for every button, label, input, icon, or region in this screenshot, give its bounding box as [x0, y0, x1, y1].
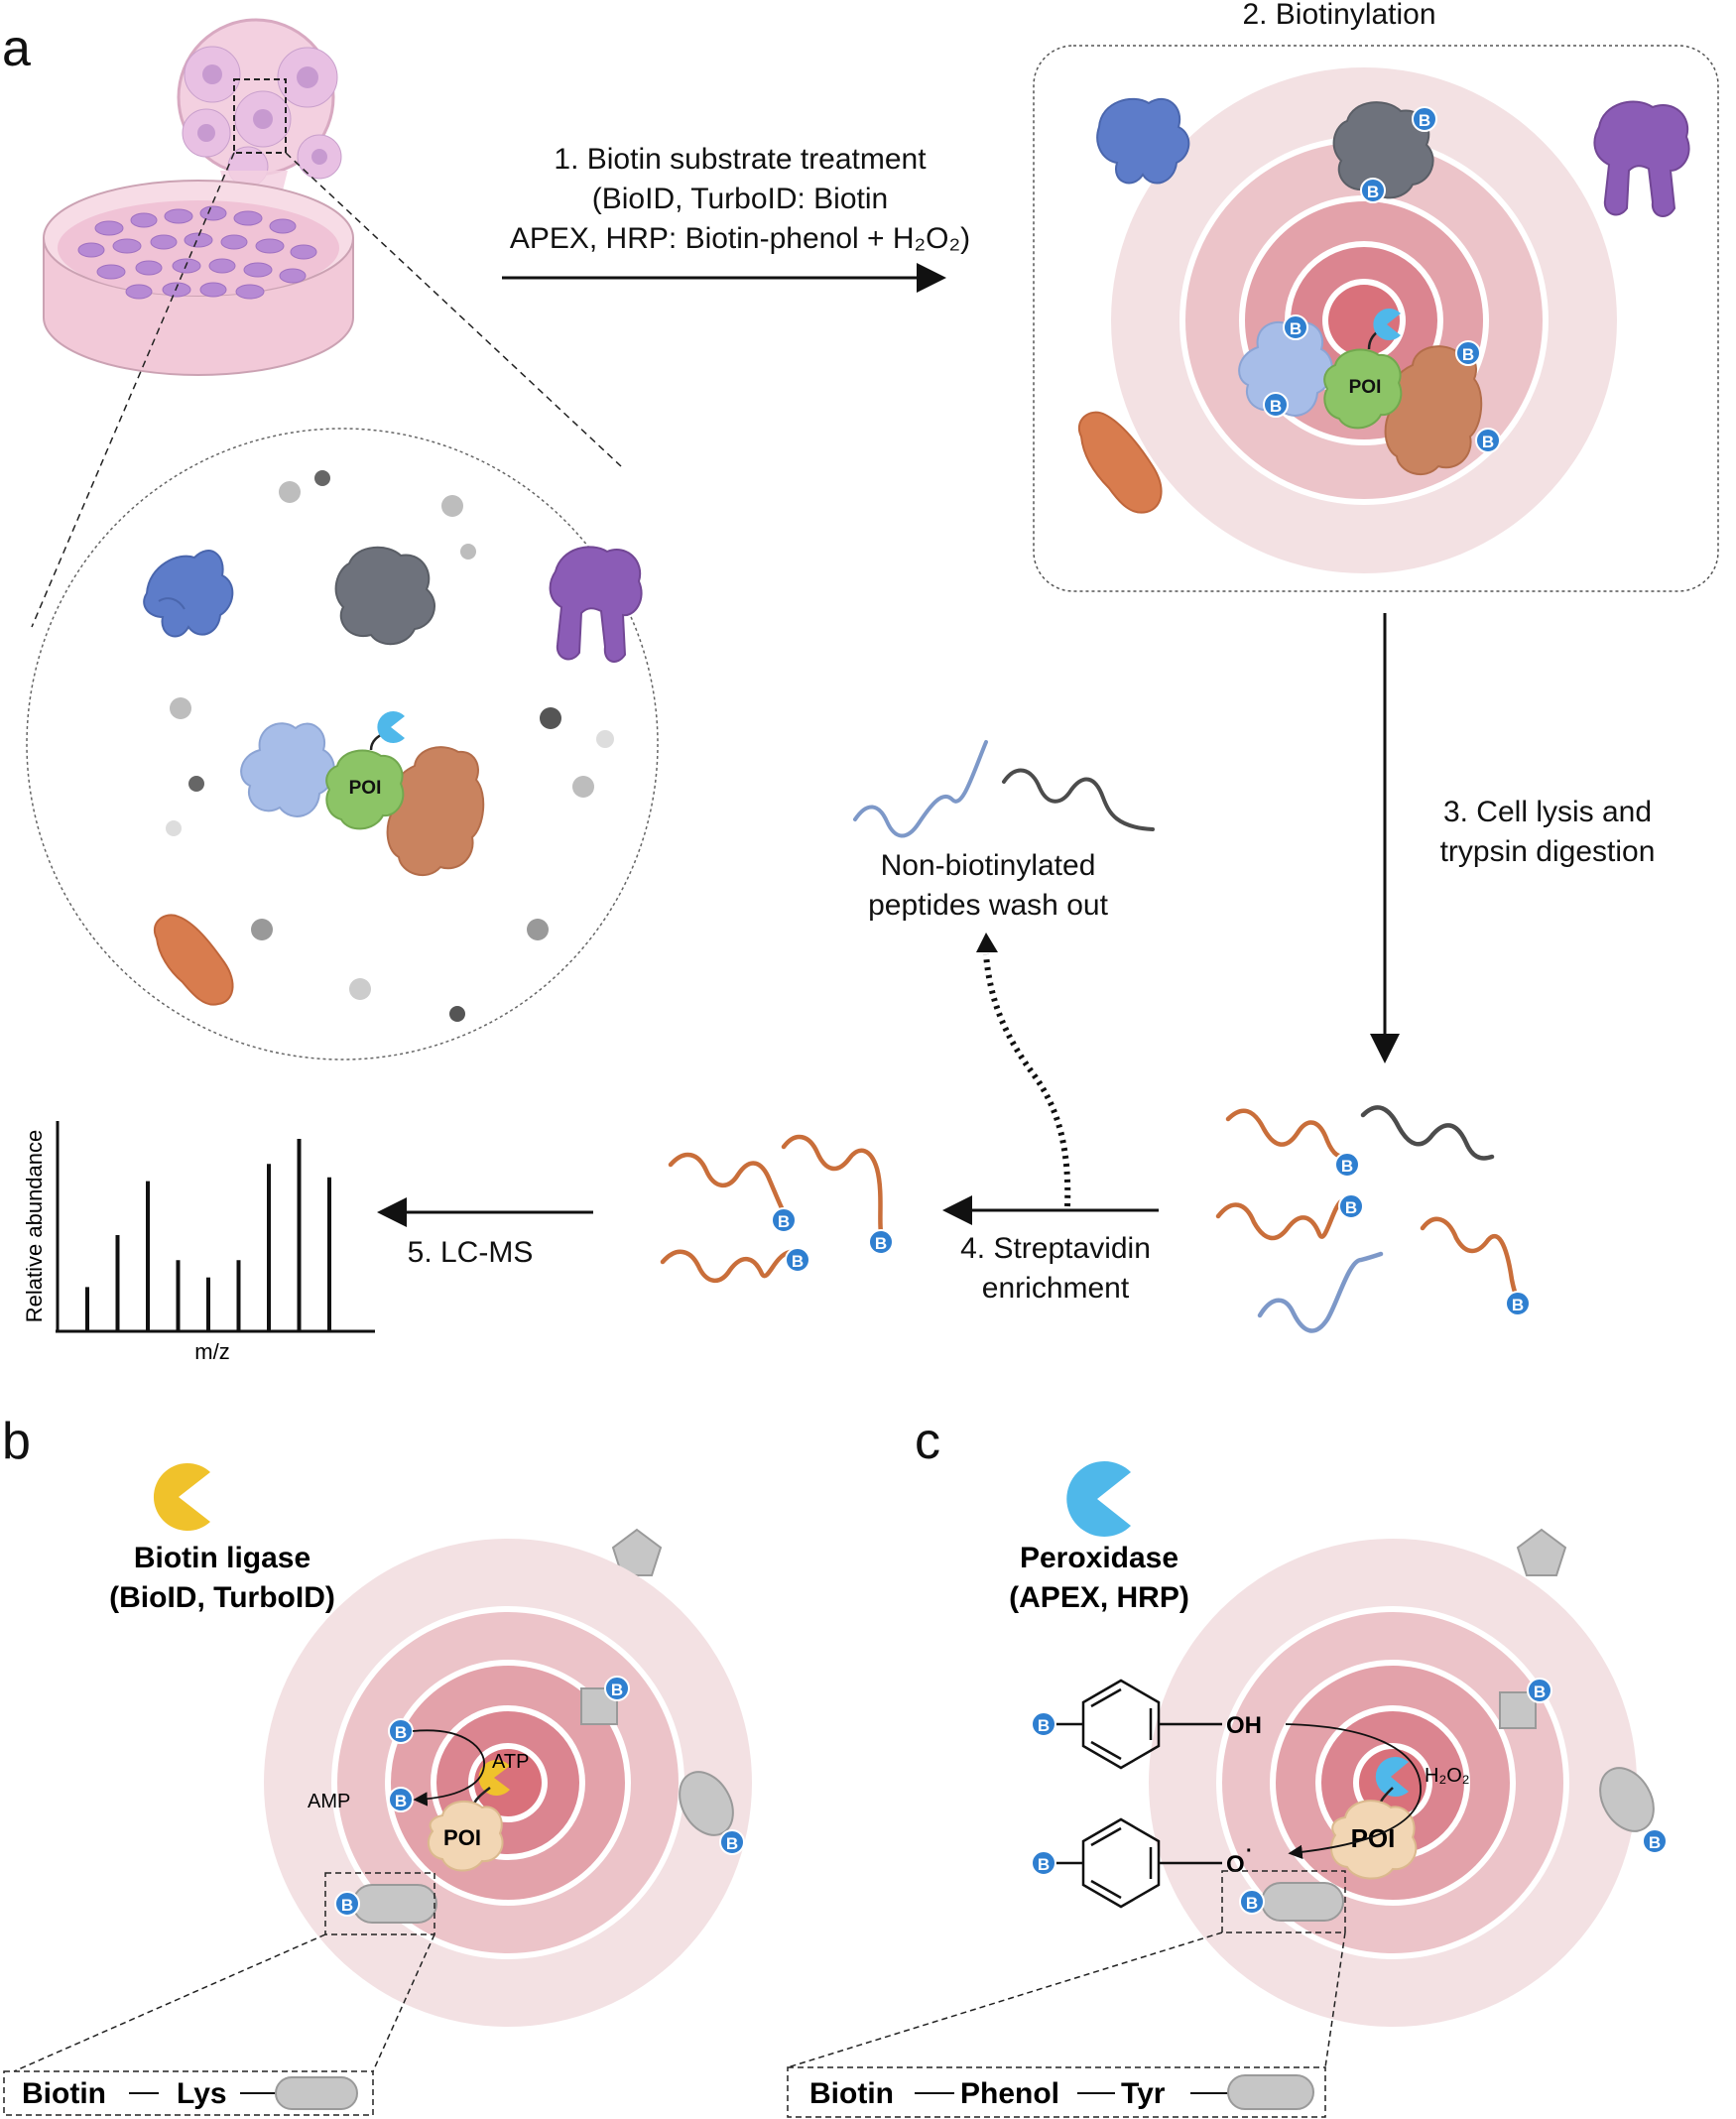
panel-label-c: c [915, 1413, 940, 1470]
svg-text:Tyr: Tyr [1121, 2077, 1166, 2110]
panel-b-rings [264, 1539, 752, 2027]
poi-protein-c [1330, 1800, 1418, 1880]
step-3-label: 3. Cell lysis and trypsin digestion [1440, 796, 1656, 868]
poi-protein-b [427, 1800, 504, 1872]
panel-b-title: Biotin ligase (BioID, TurboID) [109, 1542, 335, 1614]
svg-text:(APEX, HRP): (APEX, HRP) [1009, 1581, 1189, 1614]
step-1-label: 1. Biotin substrate treatment (BioID, Tu… [510, 143, 970, 255]
oval-protein-b [679, 1771, 734, 1836]
svg-text:Phenol: Phenol [960, 2077, 1059, 2110]
washout-arrow [983, 953, 1071, 1207]
petri-dish [43, 180, 354, 376]
phenoxyl-radical-molecule [1055, 1817, 1222, 1909]
spectrum-xlabel: m/z [194, 1339, 229, 1364]
panel-label-a: a [2, 20, 31, 77]
svg-text:Biotin ligase: Biotin ligase [134, 1542, 310, 1574]
oh-label: OH [1226, 1712, 1262, 1739]
legend-box-b: Biotin Lys [3, 2070, 374, 2116]
svg-text:Peroxidase: Peroxidase [1020, 1542, 1178, 1574]
zoom-box-b [324, 1872, 435, 1935]
step-4-label: 4. Streptavidin enrichment [960, 1232, 1151, 1305]
poi-label-box: POI [1349, 377, 1382, 398]
spectrum-ylabel: Relative abundance [22, 1130, 47, 1322]
step-2-label: 2. Biotinylation [1242, 0, 1435, 31]
h2o2-label: H₂O₂ [1425, 1765, 1470, 1787]
svg-text:APEX, HRP: Biotin-phenol + H₂O: APEX, HRP: Biotin-phenol + H₂O₂) [510, 222, 970, 255]
poi-label-a: POI [349, 778, 382, 799]
pentagon-protein-c [1516, 1528, 1567, 1576]
svg-text:Biotin: Biotin [22, 2077, 106, 2110]
svg-text:3. Cell lysis and: 3. Cell lysis and [1443, 796, 1652, 828]
tyrosine-substrate-c [1261, 1882, 1344, 1922]
step-5-label: 5. LC-MS [408, 1236, 534, 1269]
svg-text:(BioID, TurboID: Biotin: (BioID, TurboID: Biotin [592, 183, 888, 215]
amp-label: AMP [308, 1791, 350, 1812]
radical-dot: · [1246, 1840, 1253, 1862]
washout-arrow-head [976, 933, 998, 952]
atp-reaction-arrow [412, 1729, 485, 1807]
legend-box-c: Biotin Phenol Tyr [787, 2066, 1326, 2118]
svg-text:(BioID, TurboID): (BioID, TurboID) [109, 1581, 335, 1614]
poi-label-b: POI [443, 1825, 481, 1850]
biotin-phenol-molecule [1055, 1679, 1222, 1770]
zoom-box-c [1221, 1870, 1346, 1933]
oval-protein-c [1599, 1767, 1655, 1832]
enriched-peptides [660, 1134, 884, 1283]
biotin-ligase-icon [153, 1463, 210, 1531]
svg-text:1. Biotin substrate treatment: 1. Biotin substrate treatment [554, 143, 927, 176]
zoom-line-left [31, 152, 235, 628]
digested-peptides [1215, 1105, 1521, 1333]
peroxidase-icon [1066, 1461, 1131, 1538]
panel-label-b: b [2, 1413, 31, 1470]
atp-label: ATP [492, 1751, 529, 1773]
biotinylation-box: POI [1033, 45, 1719, 592]
ligase-on-poi-b [478, 1760, 510, 1796]
pentagon-protein-b [611, 1528, 663, 1576]
svg-text:4. Streptavidin: 4. Streptavidin [960, 1232, 1151, 1265]
square-protein-c [1499, 1691, 1537, 1729]
svg-text:Non-biotinylated: Non-biotinylated [881, 849, 1096, 882]
svg-text:trypsin digestion: trypsin digestion [1440, 835, 1656, 868]
o-radical-label: O [1226, 1851, 1245, 1878]
poi-label-c: POI [1351, 1823, 1396, 1853]
svg-text:enrichment: enrichment [982, 1272, 1130, 1305]
zoom-line-right [285, 152, 622, 467]
washout-peptides [853, 740, 1155, 838]
panel-c-title: Peroxidase (APEX, HRP) [1009, 1542, 1189, 1614]
peroxidase-on-poi-c [1375, 1757, 1409, 1798]
svg-text:peptides wash out: peptides wash out [868, 889, 1108, 922]
mass-spectrum: Relative abundance m/z [22, 1121, 375, 1364]
lysine-substrate-b [352, 1884, 437, 1924]
washout-label: Non-biotinylated peptides wash out [868, 849, 1108, 922]
h2o2-reaction-arrow [1285, 1723, 1422, 1860]
svg-text:Biotin: Biotin [809, 2077, 894, 2110]
svg-text:Lys: Lys [177, 2077, 227, 2110]
cell-interior-circle: POI [26, 428, 659, 1060]
